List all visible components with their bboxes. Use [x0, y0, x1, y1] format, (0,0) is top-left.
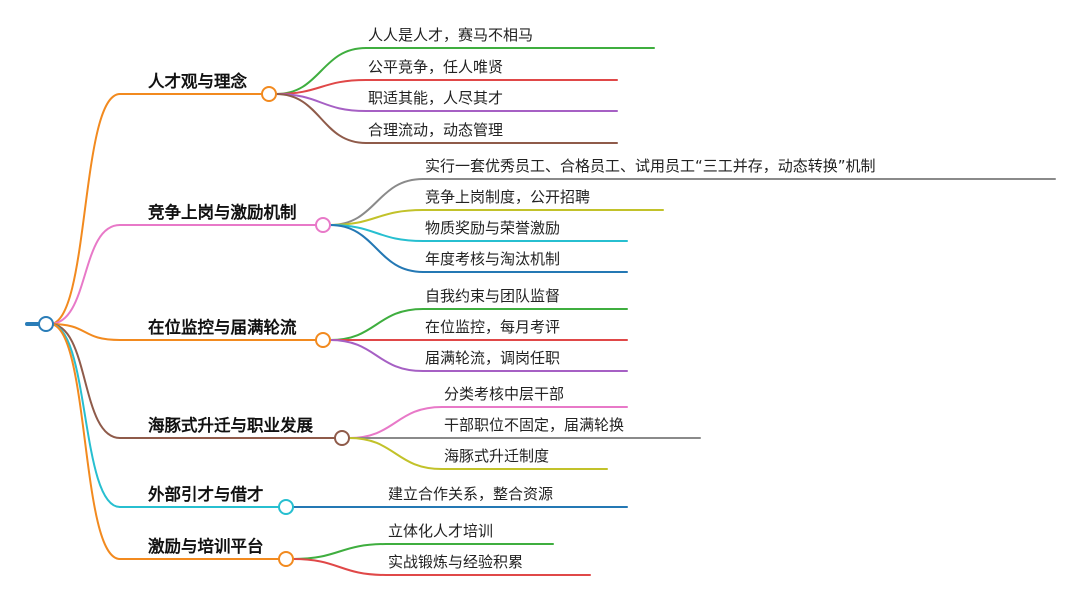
- leaf-connector-1-2: [275, 79, 367, 95]
- branch-connector-6: [49, 323, 121, 560]
- root-node[interactable]: [38, 316, 54, 332]
- leaf-label-2-1: 实行一套优秀员工、合格员工、试用员工“三工并存，动态转换”机制: [425, 157, 876, 175]
- leaf-label-3-3: 届满轮流，调岗任职: [425, 349, 560, 367]
- branch-label-2: 竞争上岗与激励机制: [148, 202, 297, 222]
- branch-connector-5: [49, 323, 121, 508]
- branch-node-5[interactable]: [278, 499, 294, 515]
- branch-node-1[interactable]: [261, 86, 277, 102]
- leaf-label-3-1: 自我约束与团队监督: [425, 287, 560, 305]
- branch-label-5: 外部引才与借才: [148, 484, 264, 504]
- leaf-label-1-2: 公平竞争，任人唯贤: [368, 58, 503, 76]
- branch-label-4: 海豚式升迁与职业发展: [148, 415, 314, 435]
- branch-label-1: 人才观与理念: [148, 71, 248, 91]
- leaf-label-6-2: 实战锻炼与经验积累: [388, 553, 523, 571]
- leaf-label-1-3: 职适其能，人尽其才: [368, 89, 503, 107]
- branch-connector-3: [49, 323, 121, 341]
- branch-connector-4: [49, 323, 121, 439]
- leaf-connector-4-1: [348, 406, 443, 439]
- leaf-label-2-3: 物质奖励与荣誉激励: [425, 219, 560, 237]
- leaf-connector-2-2: [329, 209, 424, 226]
- leaf-connector-1-4: [275, 93, 367, 144]
- branch-label-6: 激励与培训平台: [148, 536, 264, 556]
- leaf-connector-3-1: [329, 308, 424, 341]
- leaf-connector-4-3: [348, 437, 443, 470]
- leaf-connector-1-1: [275, 47, 367, 95]
- leaf-label-1-4: 合理流动，动态管理: [368, 121, 503, 139]
- leaf-label-1-1: 人人是人才，赛马不相马: [368, 26, 533, 44]
- leaf-label-4-2: 干部职位不固定，届满轮换: [444, 416, 624, 434]
- branch-node-2[interactable]: [315, 217, 331, 233]
- leaf-connector-6-1: [292, 543, 387, 560]
- branch-node-3[interactable]: [315, 332, 331, 348]
- branch-connector-1: [49, 93, 121, 325]
- leaf-label-6-1: 立体化人才培训: [388, 522, 493, 540]
- leaf-connector-2-4: [329, 224, 424, 273]
- leaf-label-3-2: 在位监控，每月考评: [425, 318, 560, 336]
- branch-connector-2: [49, 224, 121, 325]
- leaf-connector-3-3: [329, 339, 424, 372]
- branch-label-3: 在位监控与届满轮流: [148, 317, 297, 337]
- leaf-label-5-1: 建立合作关系，整合资源: [388, 485, 553, 503]
- branch-node-6[interactable]: [278, 551, 294, 567]
- leaf-label-4-3: 海豚式升迁制度: [444, 447, 549, 465]
- branch-node-4[interactable]: [334, 430, 350, 446]
- leaf-label-4-1: 分类考核中层干部: [444, 385, 564, 403]
- leaf-connector-2-1: [329, 178, 424, 226]
- leaf-label-2-2: 竞争上岗制度，公开招聘: [425, 188, 590, 206]
- leaf-label-2-4: 年度考核与淘汰机制: [425, 250, 560, 268]
- leaf-connector-6-2: [292, 558, 387, 576]
